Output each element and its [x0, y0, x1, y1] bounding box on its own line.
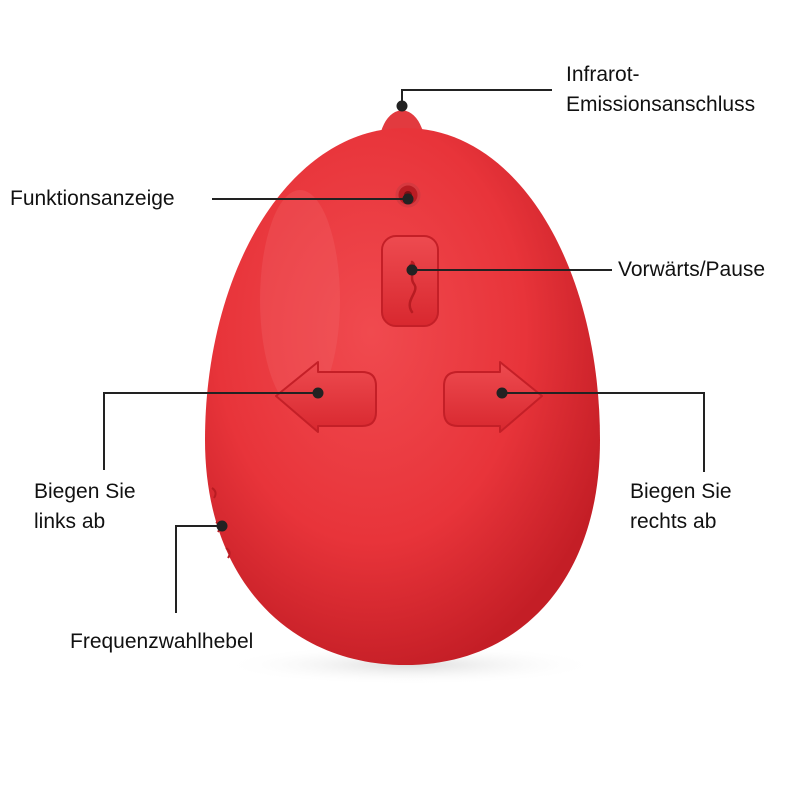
- arrow-left-icon: [275, 361, 377, 433]
- label-infrared-line1: Infrarot-: [566, 63, 640, 86]
- label-forward-pause: Vorwärts/Pause: [618, 258, 766, 281]
- label-turn-left-line1: Biegen Sie: [34, 480, 136, 503]
- leader-turn-right: [502, 392, 705, 472]
- label-infrared-line2: Emissionsanschluss: [566, 93, 756, 116]
- turn-left-button[interactable]: [275, 361, 377, 433]
- label-turn-right-line1: Biegen Sie: [630, 480, 732, 503]
- body-highlight: [260, 190, 340, 410]
- floor-shadow: [220, 645, 600, 685]
- egg-body: [205, 128, 600, 665]
- forward-pause-button[interactable]: [381, 235, 439, 327]
- label-turn-right-line2: rechts ab: [630, 510, 717, 533]
- label-infrared-port: Infrarot- Emissionsanschluss: [566, 60, 755, 120]
- arrow-right-icon: [443, 361, 543, 433]
- label-frequency-lever: Frequenzwahlhebel: [70, 630, 254, 653]
- leader-turn-left: [103, 392, 318, 470]
- leader-lines: [103, 89, 705, 613]
- label-turn-right: Biegen Sie rechts ab: [630, 477, 732, 537]
- label-function-indicator: Funktionsanzeige: [10, 187, 175, 210]
- leader-infrared: [401, 89, 552, 106]
- turn-right-button[interactable]: [443, 361, 543, 433]
- leader-frequency-lever: [175, 525, 222, 613]
- label-turn-left-line2: links ab: [34, 510, 106, 533]
- label-turn-left: Biegen Sie links ab: [34, 477, 136, 537]
